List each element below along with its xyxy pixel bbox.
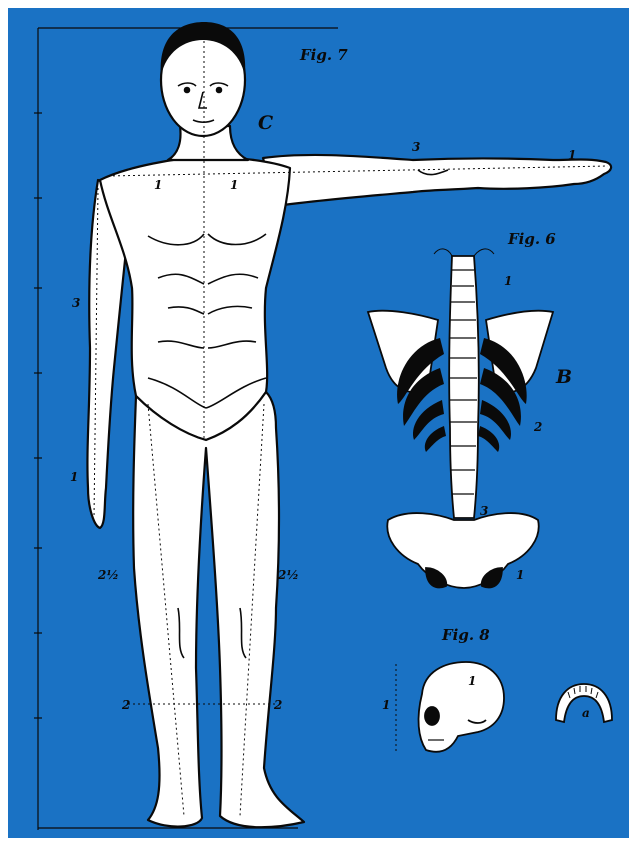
legs — [133, 392, 304, 827]
spine — [449, 256, 479, 518]
fig6-caption: Fig. 6 — [508, 230, 556, 248]
fig8-caption: Fig. 8 — [442, 626, 490, 644]
skeleton-torso — [368, 249, 553, 588]
label-spine-2: 2 — [534, 420, 542, 434]
anatomy-plate: Fig. 7 C Fig. 6 B Fig. 8 3 1 1 1 3 1 2½ … — [8, 8, 629, 838]
label-spine-1: 1 — [504, 274, 512, 288]
skull — [419, 662, 504, 752]
label-knee-left: 2½ — [98, 568, 119, 582]
fig7-caption: Fig. 7 — [300, 46, 348, 64]
label-skull-1: 1 — [382, 698, 390, 712]
label-knee-right: 2½ — [278, 568, 299, 582]
label-shin-left: 2 — [122, 698, 130, 712]
human-figure — [87, 24, 611, 827]
label-side-3: 3 — [72, 296, 80, 310]
label-chest-left: 1 — [154, 178, 162, 192]
label-skull-inner-1: 1 — [468, 674, 476, 688]
label-pelvis-1: 1 — [516, 568, 524, 582]
label-hand-1: 1 — [568, 148, 576, 162]
label-arm-3: 3 — [412, 140, 420, 154]
label-shin-right: 2 — [274, 698, 282, 712]
label-jaw-a: a — [582, 706, 590, 720]
label-chest-right: 1 — [230, 178, 238, 192]
label-pelvis-3: 3 — [480, 504, 488, 518]
label-side-1: 1 — [70, 470, 78, 484]
fig7-letter: C — [258, 112, 273, 134]
fig6-letter: B — [556, 366, 572, 388]
extended-arm — [263, 155, 611, 206]
